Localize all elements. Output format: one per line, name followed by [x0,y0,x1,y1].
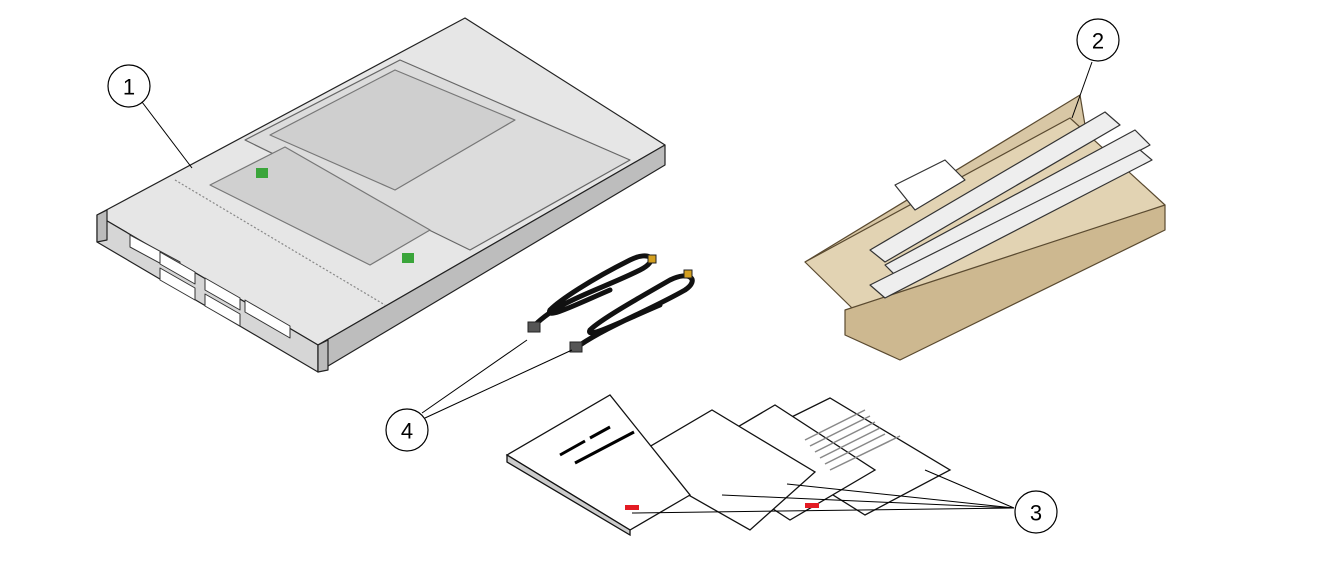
callout-2: 2 [1076,18,1120,62]
callout-1: 1 [107,64,151,108]
callout-label: 3 [1030,501,1042,526]
callout-label: 1 [123,75,135,100]
server-illustration [96,17,666,373]
callout-3: 3 [1014,490,1058,534]
sun-logo [805,503,819,508]
callout-label: 2 [1092,29,1104,54]
green-latch-icon [402,253,414,263]
callout-4: 4 [385,408,429,452]
documentation-illustration [505,394,952,537]
rackmount-kit-illustration [804,94,1166,361]
leader-lines [141,61,1093,514]
power-cords-illustration [527,253,695,353]
sun-logo [625,505,639,510]
callout-label: 4 [401,419,413,444]
green-latch-icon [256,168,268,178]
